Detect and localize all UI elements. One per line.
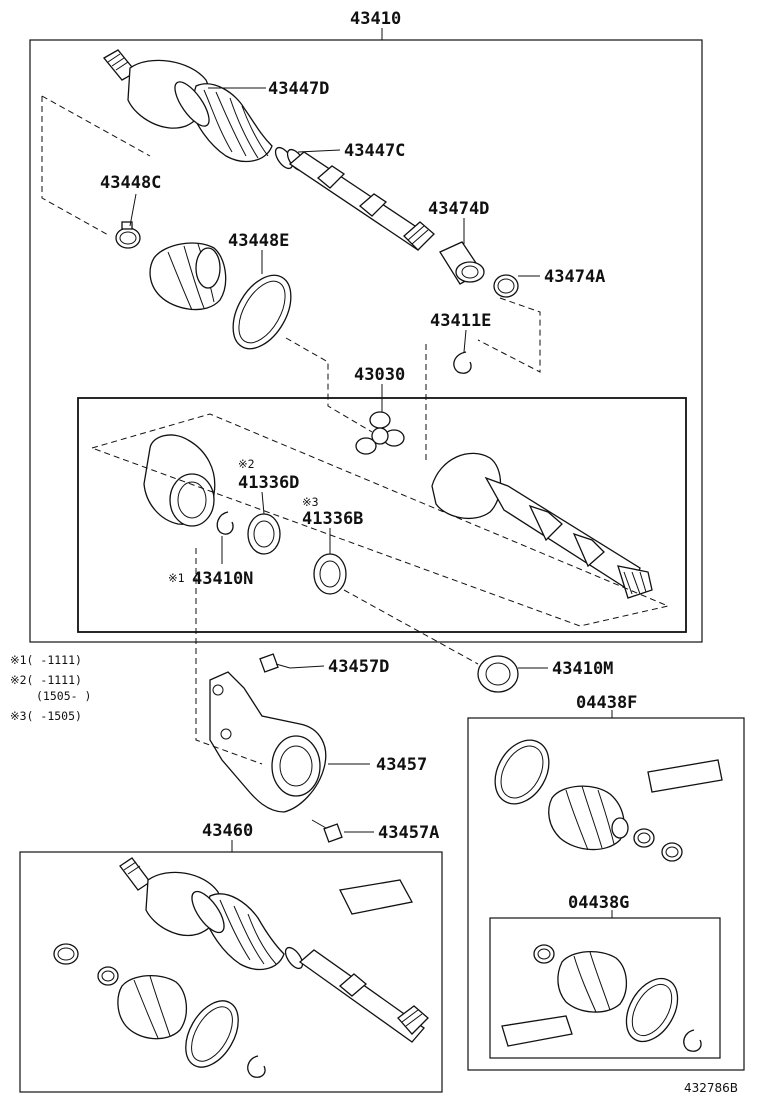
snap-ring-43410n bbox=[216, 511, 234, 535]
box-04438G bbox=[489, 917, 721, 1059]
boot-kit-04438f bbox=[494, 739, 723, 862]
dash-line-bracket bbox=[195, 548, 263, 765]
mark-3: ※3 bbox=[302, 495, 319, 509]
box-43410 bbox=[29, 39, 703, 643]
note-1: ※1( -1111) bbox=[10, 653, 82, 667]
label-43460: 43460 bbox=[202, 821, 253, 841]
note-3: ※3( -1505) bbox=[10, 709, 82, 723]
label-43447d: 43447D bbox=[268, 79, 329, 99]
bearing-43410m bbox=[477, 655, 519, 693]
label-43410m: 43410M bbox=[552, 659, 613, 679]
label-43410: 43410 bbox=[350, 9, 401, 29]
bolt-43457d bbox=[259, 653, 291, 673]
label-43457d: 43457D bbox=[328, 657, 389, 677]
boot-kit-04438g bbox=[501, 944, 702, 1052]
seal-41336d bbox=[247, 513, 281, 555]
note-2b: (1505- ) bbox=[36, 689, 91, 703]
dash-line-snap bbox=[477, 297, 541, 373]
snap-ring-43411e bbox=[453, 351, 472, 374]
bearing-43474d bbox=[439, 241, 485, 285]
clamp-43448c bbox=[115, 221, 141, 249]
label-43448c: 43448C bbox=[100, 173, 161, 193]
bracket-43457 bbox=[209, 671, 327, 813]
label-43474a: 43474A bbox=[544, 267, 605, 287]
mark-1: ※1 bbox=[168, 571, 185, 585]
label-04438g: 04438G bbox=[568, 893, 629, 913]
label-41336b: 41336B bbox=[302, 509, 363, 529]
label-43447c: 43447C bbox=[344, 141, 405, 161]
bearing-bracket bbox=[143, 434, 216, 527]
bolt-43457a bbox=[311, 819, 343, 843]
label-43457: 43457 bbox=[376, 755, 427, 775]
note-2: ※2( -1111) bbox=[10, 673, 82, 687]
dash-line-outer-boot bbox=[41, 96, 111, 237]
dash-line-housing bbox=[91, 413, 670, 627]
label-43410n: 43410N bbox=[192, 569, 253, 589]
snap-ring-43474a bbox=[493, 274, 519, 298]
label-43411e: 43411E bbox=[430, 311, 491, 331]
dash-line-tripod bbox=[285, 337, 373, 433]
label-04438f: 04438F bbox=[576, 693, 637, 713]
box-04438F bbox=[467, 717, 745, 1071]
boot-43448e bbox=[149, 242, 292, 350]
tripod-43030 bbox=[355, 411, 405, 455]
dash-line-bearing bbox=[343, 589, 479, 665]
box-43460 bbox=[19, 851, 443, 1093]
reference-code: 432786B bbox=[684, 1081, 738, 1095]
label-43457a: 43457A bbox=[378, 823, 439, 843]
lower-kit-parts bbox=[53, 879, 413, 1078]
label-43030: 43030 bbox=[354, 365, 405, 385]
inboard-joint bbox=[431, 452, 653, 599]
label-43474d: 43474D bbox=[428, 199, 489, 219]
drive-shaft-lower bbox=[119, 857, 429, 1043]
mark-2: ※2 bbox=[238, 457, 255, 471]
label-43448e: 43448E bbox=[228, 231, 289, 251]
seal-41336b bbox=[313, 553, 347, 595]
label-41336d: 41336D bbox=[238, 473, 299, 493]
drive-shaft-upper bbox=[103, 49, 435, 251]
